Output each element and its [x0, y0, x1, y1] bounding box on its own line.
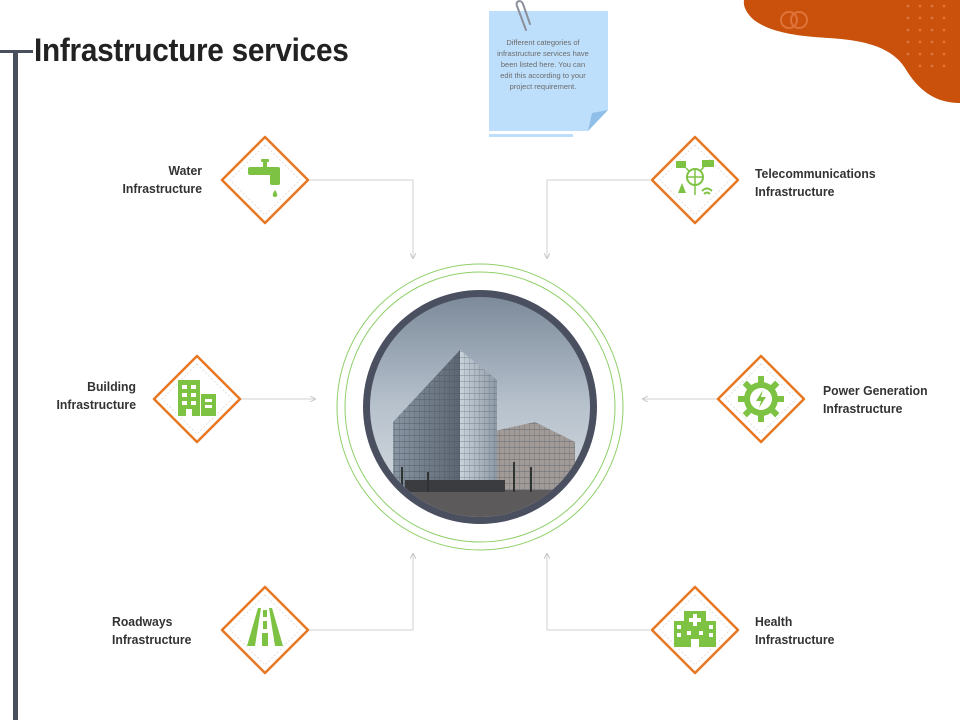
health-infrastructure-node [650, 585, 740, 675]
decorative-blob [743, 0, 960, 103]
water-tap-icon [248, 159, 280, 197]
building-icon [178, 380, 216, 416]
telecom-network-icon [676, 160, 714, 195]
left-accent-bar [13, 50, 18, 720]
power-generation-infrastructure-node [716, 354, 806, 444]
sticky-note-text: Different categories of infrastructure s… [497, 38, 589, 91]
page-title: Infrastructure services [34, 32, 349, 68]
sticky-note [489, 0, 608, 137]
water-infrastructure-node [220, 135, 310, 225]
paperclip-icon [515, 0, 531, 31]
telecommunications-infrastructure-node [650, 135, 740, 225]
center-building-image [336, 263, 624, 551]
building-infrastructure-node [152, 354, 242, 444]
road-icon [247, 608, 283, 646]
roadways-infrastructure-node [220, 585, 310, 675]
hospital-icon [674, 611, 716, 647]
title-accent-line [0, 50, 33, 53]
power-gear-icon [738, 376, 784, 422]
